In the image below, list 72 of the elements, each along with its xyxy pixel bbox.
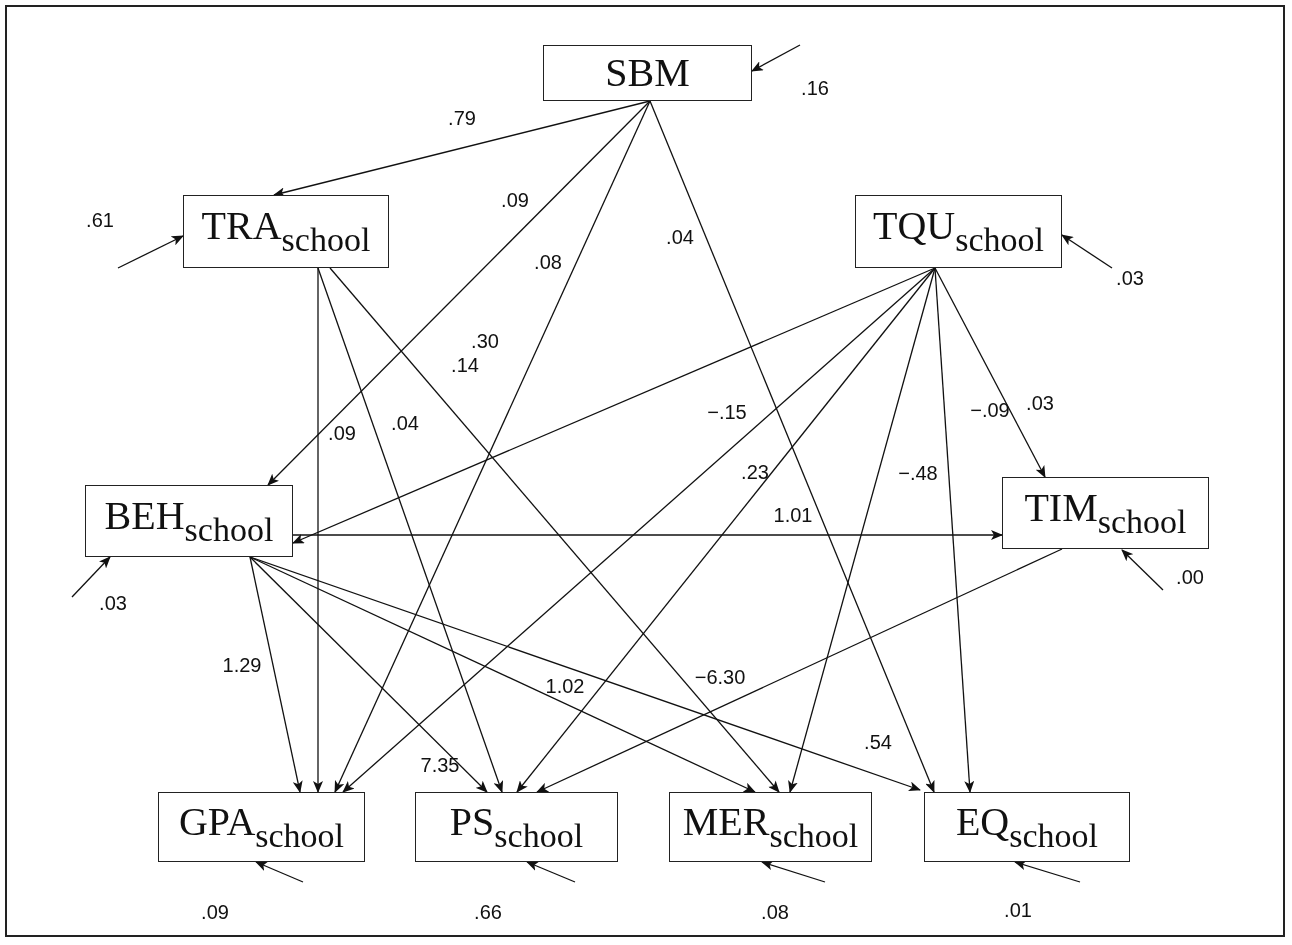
path-coefficient: 1.01	[773, 505, 813, 525]
path-coefficient: .04	[666, 227, 694, 247]
path-coefficient: .79	[448, 108, 476, 128]
path-coefficient: .61	[86, 210, 114, 230]
variable-name: EQ$_{school}$	[955, 801, 1099, 853]
path-coefficient: 7.35	[420, 755, 460, 775]
error-arrow	[526, 861, 576, 883]
error-arrow	[117, 235, 184, 269]
path-coefficient: .09	[501, 190, 529, 210]
path-arrow	[249, 556, 921, 792]
path-coefficient: −.15	[707, 402, 747, 422]
path-coefficient: −.09	[970, 400, 1010, 420]
path-coefficient: −.48	[898, 463, 938, 483]
path-coefficient: .16	[801, 78, 829, 98]
variable-box	[85, 485, 293, 557]
variable-box	[855, 195, 1062, 268]
path-coefficient: .14	[451, 355, 479, 375]
path-coefficient: .30	[471, 331, 499, 351]
variable-name: PS$_{school}$	[449, 801, 584, 853]
path-coefficient: .23	[741, 462, 769, 482]
path-coefficient: .08	[761, 902, 789, 922]
path-arrow	[516, 267, 936, 793]
path-arrow	[329, 267, 780, 793]
path-arrow	[649, 100, 935, 793]
variable-name: TRA$_{school}$	[201, 206, 371, 257]
path-arrow	[249, 556, 303, 793]
path-coefficient: .01	[1004, 900, 1032, 920]
path-coefficient: −6.30	[694, 667, 746, 687]
variable-name: GPA$_{school}$	[178, 801, 345, 853]
error-arrow	[1061, 234, 1113, 269]
variable-box	[543, 45, 752, 101]
variable-box	[183, 195, 389, 268]
variable-box	[415, 792, 618, 862]
path-coefficient: .09	[201, 902, 229, 922]
variable-name: SBM	[605, 53, 690, 93]
variable-name: BEH$_{school}$	[104, 495, 274, 547]
variable-name: TQU$_{school}$	[873, 206, 1044, 257]
error-arrow	[255, 861, 304, 883]
variable-box	[669, 792, 872, 862]
error-arrow	[761, 860, 826, 883]
error-arrow	[71, 556, 111, 598]
error-arrow	[1121, 549, 1164, 591]
path-arrow	[292, 267, 936, 544]
path-coefficient: .08	[534, 252, 562, 272]
path-arrow	[249, 556, 488, 793]
path-coefficient: .03	[99, 593, 127, 613]
path-arrow	[934, 267, 975, 793]
path-coefficient: 1.29	[222, 655, 262, 675]
path-coefficient: .03	[1116, 268, 1144, 288]
variable-name: TIM$_{school}$	[1024, 487, 1187, 539]
path-arrow	[292, 530, 1003, 540]
path-coefficient: .00	[1176, 567, 1204, 587]
path-arrow	[788, 267, 936, 793]
error-arrow	[751, 44, 801, 72]
error-arrow	[1014, 860, 1081, 883]
variable-box	[924, 792, 1130, 862]
variable-box	[158, 792, 365, 862]
path-coefficient: .09	[328, 423, 356, 443]
path-coefficient: .66	[474, 902, 502, 922]
variable-name: MER$_{school}$	[682, 801, 859, 853]
path-coefficient: .54	[864, 732, 892, 752]
path-arrow	[317, 267, 504, 793]
variable-box	[1002, 477, 1209, 549]
path-arrow	[267, 100, 651, 486]
path-arrow	[334, 100, 651, 793]
path-arrow	[934, 267, 1046, 478]
path-coefficient: .03	[1026, 393, 1054, 413]
path-coefficient: 1.02	[545, 676, 585, 696]
path-arrow	[536, 548, 1063, 793]
path-arrow	[342, 267, 936, 793]
path-arrow	[313, 267, 323, 793]
path-coefficient: .04	[391, 413, 419, 433]
